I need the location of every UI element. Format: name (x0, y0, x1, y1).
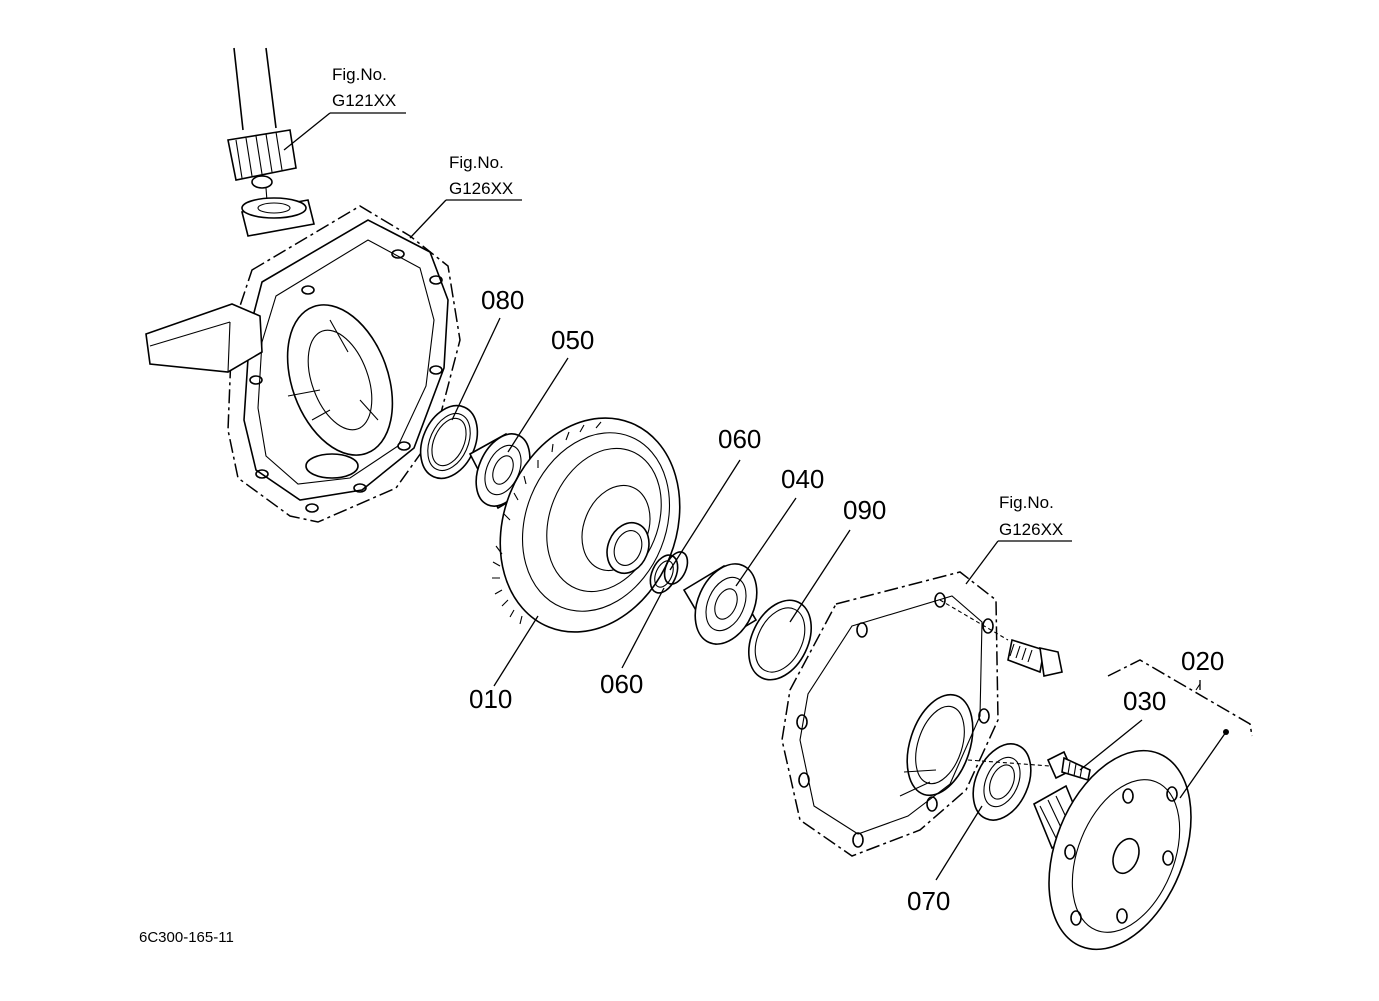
fig-ref-number: G126XX (999, 520, 1063, 539)
fig-ref-number: G126XX (449, 179, 513, 198)
fig-ref-g126xx-housing: Fig.No. G126XX (449, 153, 513, 198)
part-label-010: 010 (469, 684, 512, 714)
fig-ref-caption: Fig.No. (999, 493, 1054, 512)
cover-reference (781, 571, 1063, 857)
part-label-090: 090 (843, 495, 886, 525)
fig-ref-caption: Fig.No. (449, 153, 504, 172)
leader-lines (283, 112, 1253, 881)
fig-ref-number: G121XX (332, 91, 396, 110)
fig-ref-g126xx-cover: Fig.No. G126XX (999, 493, 1063, 539)
part-030-stud-bolt (1046, 750, 1091, 782)
part-020-axle-flange (1032, 749, 1192, 951)
part-label-060-lower: 060 (600, 669, 643, 699)
fig-ref-caption: Fig.No. (332, 65, 387, 84)
fig-ref-g121xx: Fig.No. G121XX (332, 65, 396, 110)
part-040-ball-bearing (682, 563, 758, 646)
part-010-bevel-gear (492, 417, 681, 633)
part-090-seal-ring (748, 599, 812, 681)
part-label-080: 080 (481, 285, 524, 315)
part-label-020: 020 (1181, 646, 1224, 676)
pinion-shaft-reference (227, 47, 315, 237)
part-label-030: 030 (1123, 686, 1166, 716)
diagram-code: 6C300-165-11 (139, 929, 234, 946)
part-label-050: 050 (551, 325, 594, 355)
part-label-060-upper: 060 (718, 424, 761, 454)
part-label-040: 040 (781, 464, 824, 494)
axle-housing-reference (145, 205, 461, 523)
part-label-070: 070 (907, 886, 950, 916)
part-070-oil-seal (972, 743, 1032, 821)
part-060-snap-ring (649, 551, 689, 594)
